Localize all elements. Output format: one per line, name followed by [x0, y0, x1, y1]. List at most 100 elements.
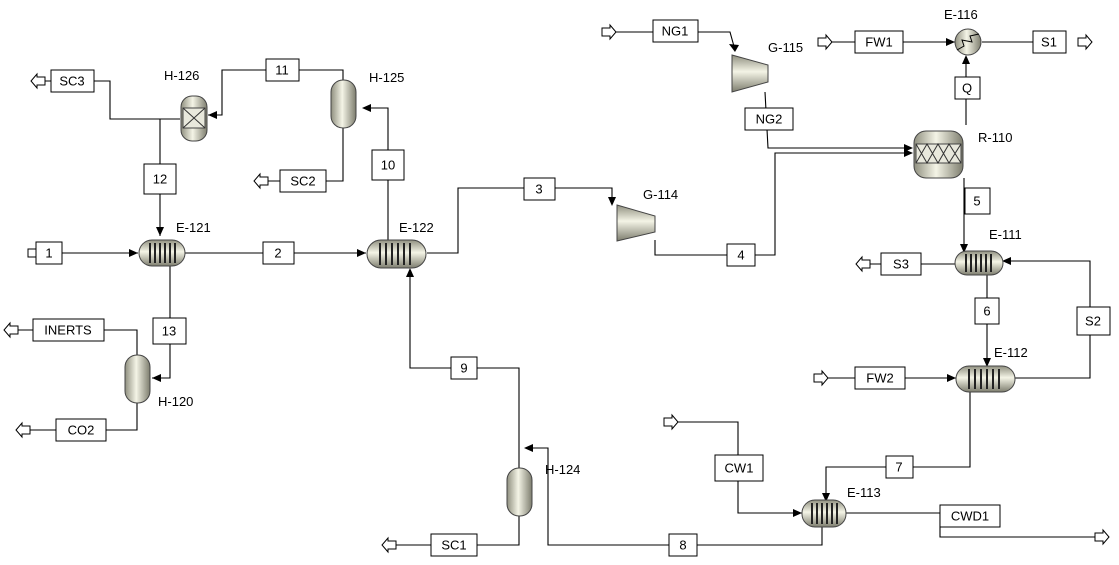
svg-text:FW2: FW2 [866, 371, 893, 386]
svg-text:Q: Q [962, 81, 972, 96]
svg-text:NG2: NG2 [756, 112, 783, 127]
label-h125: H-125 [369, 70, 404, 85]
stream-10[interactable]: 10 [371, 149, 405, 181]
stream-12[interactable]: 12 [143, 163, 177, 195]
product-arrow-s3 [855, 255, 871, 273]
svg-text:NG1: NG1 [662, 24, 689, 39]
stream-s3[interactable]: S3 [880, 252, 922, 276]
stream-11[interactable]: 11 [265, 58, 300, 82]
stream-sc2[interactable]: SC2 [279, 169, 327, 193]
stream-13[interactable]: 13 [152, 317, 187, 345]
svg-text:2: 2 [274, 246, 281, 261]
flash-h125-icon[interactable] [330, 79, 357, 129]
label-h124: H-124 [545, 462, 580, 477]
feed-arrow-fw2 [813, 369, 829, 387]
svg-text:9: 9 [460, 361, 467, 376]
product-arrow-sc2 [253, 172, 269, 190]
svg-text:1: 1 [45, 246, 52, 261]
svg-text:8: 8 [679, 538, 686, 553]
stream-s1[interactable]: S1 [1032, 30, 1067, 54]
stream-inerts[interactable]: INERTS [32, 318, 105, 342]
label-e122: E-122 [399, 220, 434, 235]
stream-4[interactable]: 4 [726, 243, 756, 267]
svg-text:13: 13 [162, 324, 176, 339]
stream-1[interactable]: 1 [35, 241, 63, 265]
stream-fw1[interactable]: FW1 [854, 30, 904, 54]
svg-text:12: 12 [153, 172, 167, 187]
stream-cw1[interactable]: CW1 [714, 454, 764, 482]
svg-text:4: 4 [737, 248, 744, 263]
svg-text:10: 10 [381, 158, 395, 173]
product-arrow-sc1 [381, 536, 397, 554]
stream-7[interactable]: 7 [885, 455, 914, 479]
svg-text:5: 5 [973, 194, 980, 209]
flash-h120-icon[interactable] [124, 354, 151, 404]
compressor-g115-icon[interactable] [731, 54, 769, 93]
svg-text:SC2: SC2 [290, 174, 315, 189]
label-e113: E-113 [847, 485, 881, 500]
svg-text:3: 3 [535, 182, 542, 197]
arrowheads [129, 38, 1011, 517]
product-arrow-cwd1 [1094, 528, 1110, 546]
svg-text:S3: S3 [893, 257, 909, 272]
label-e112: E-112 [994, 345, 1028, 360]
stream-3[interactable]: 3 [523, 177, 556, 201]
stream-fw2[interactable]: FW2 [854, 366, 906, 390]
stream-5[interactable]: 5 [964, 187, 991, 215]
vessel-h126-icon[interactable] [180, 95, 208, 142]
label-g115: G-115 [768, 40, 803, 55]
feed-arrow-ng1 [601, 23, 617, 41]
product-arrow-co2 [15, 421, 31, 439]
svg-text:11: 11 [275, 63, 289, 78]
equipment-icons [124, 28, 1016, 528]
svg-text:SC3: SC3 [59, 74, 84, 89]
stream-ng2[interactable]: NG2 [744, 107, 794, 131]
reactor-r110-icon[interactable] [913, 130, 964, 179]
svg-text:CO2: CO2 [68, 423, 95, 438]
stream-s2[interactable]: S2 [1076, 306, 1111, 336]
product-arrow-inerts [3, 321, 19, 339]
product-arrow-s1 [1077, 33, 1093, 51]
heat-exchanger-e113-icon[interactable] [801, 499, 847, 528]
heater-e116-icon[interactable] [954, 28, 982, 56]
label-e121: E-121 [176, 220, 211, 235]
label-h126: H-126 [164, 68, 199, 83]
heat-exchanger-e122-icon[interactable] [366, 239, 427, 269]
svg-text:S1: S1 [1041, 35, 1057, 50]
terminal-arrows [3, 23, 1110, 554]
flash-h124-icon[interactable] [506, 467, 533, 517]
label-g114: G-114 [643, 187, 678, 202]
svg-text:INERTS: INERTS [44, 323, 92, 338]
feed-arrow-cw1 [663, 413, 679, 431]
svg-text:SC1: SC1 [441, 538, 466, 553]
stream-co2[interactable]: CO2 [55, 418, 107, 442]
heat-exchanger-e112-icon[interactable] [955, 365, 1016, 393]
stream-cwd1[interactable]: CWD1 [939, 504, 1001, 528]
heat-exchanger-e121-icon[interactable] [138, 239, 186, 267]
label-h120: H-120 [158, 394, 193, 409]
svg-text:CW1: CW1 [725, 461, 754, 476]
heat-exchanger-e111-icon[interactable] [954, 250, 1004, 276]
stream-6[interactable]: 6 [974, 297, 1000, 325]
equipment-labels: E-116 G-115 H-126 H-125 R-110 G-114 E-12… [158, 7, 1028, 500]
stream-9[interactable]: 9 [450, 356, 478, 380]
label-r110: R-110 [978, 130, 1012, 145]
svg-text:FW1: FW1 [865, 35, 892, 50]
svg-text:7: 7 [895, 460, 902, 475]
stream-8[interactable]: 8 [668, 533, 698, 557]
svg-text:6: 6 [983, 304, 990, 319]
label-e111: E-111 [989, 227, 1022, 242]
product-arrow-sc3 [30, 72, 46, 90]
stream-sc1[interactable]: SC1 [430, 533, 478, 557]
stream-sc3[interactable]: SC3 [50, 69, 95, 93]
label-e116: E-116 [944, 7, 978, 22]
svg-text:CWD1: CWD1 [951, 509, 989, 524]
feed-arrow-fw1 [817, 33, 833, 51]
svg-text:S2: S2 [1085, 314, 1101, 329]
stream-2[interactable]: 2 [262, 241, 295, 265]
compressor-g114-icon[interactable] [616, 204, 656, 242]
stream-q[interactable]: Q [954, 76, 981, 100]
stream-ng1[interactable]: NG1 [652, 19, 699, 43]
